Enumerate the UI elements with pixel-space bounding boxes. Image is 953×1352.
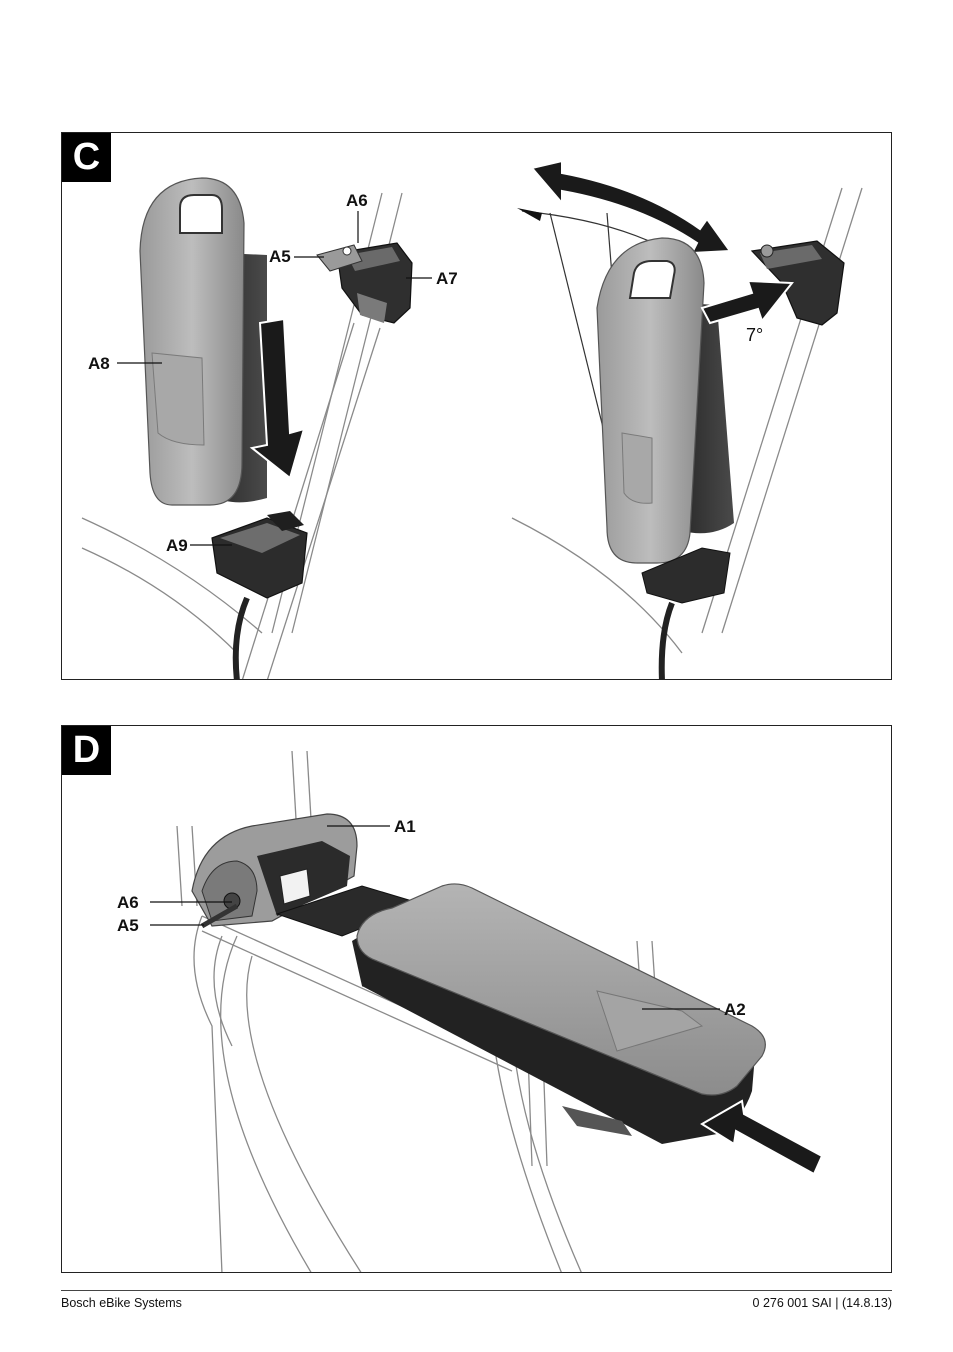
label-a9: A9 <box>166 536 188 555</box>
lower-holder-right <box>641 547 731 679</box>
panel-letter-d: D <box>62 726 111 775</box>
battery-pack-a8 <box>139 177 267 506</box>
label-a2: A2 <box>724 1000 746 1019</box>
leader-lines-d <box>150 825 720 1010</box>
footer-company: Bosch eBike Systems <box>61 1296 182 1310</box>
label-a6: A6 <box>346 191 368 210</box>
lower-holder-a9 <box>211 511 308 679</box>
label-a8: A8 <box>88 354 110 373</box>
battery-pack-a2 <box>352 883 766 1144</box>
battery-pack-tilted <box>596 237 734 564</box>
label-a7: A7 <box>436 269 458 288</box>
rotate-double-arrow <box>530 159 732 255</box>
push-arrow-right <box>700 279 794 325</box>
lock-key-a5 <box>316 244 363 272</box>
label-a1: A1 <box>394 817 416 836</box>
insert-down-arrow <box>249 317 306 480</box>
luggage-rack <box>176 750 658 1272</box>
panel-d: A1 A6 A5 A2 D <box>61 725 892 1273</box>
rack-holder-a1 <box>191 813 358 929</box>
label-a6-d: A6 <box>117 893 139 912</box>
panel-c-illustration: A6 A5 A7 A8 A9 <box>81 159 863 679</box>
panel-d-illustration: A1 A6 A5 A2 <box>117 750 824 1272</box>
footer-divider <box>61 1290 892 1291</box>
panel-letter-c: C <box>62 133 111 182</box>
leader-lines-c-left <box>117 211 432 546</box>
push-arrow-d <box>700 1099 824 1176</box>
label-a5-d: A5 <box>117 916 139 935</box>
panel-c: A6 A5 A7 A8 A9 <box>61 132 892 680</box>
angle-label: 7° <box>746 325 763 345</box>
footer-doc-number: 0 276 001 SAI | (14.8.13) <box>752 1296 892 1310</box>
label-a5: A5 <box>269 247 291 266</box>
